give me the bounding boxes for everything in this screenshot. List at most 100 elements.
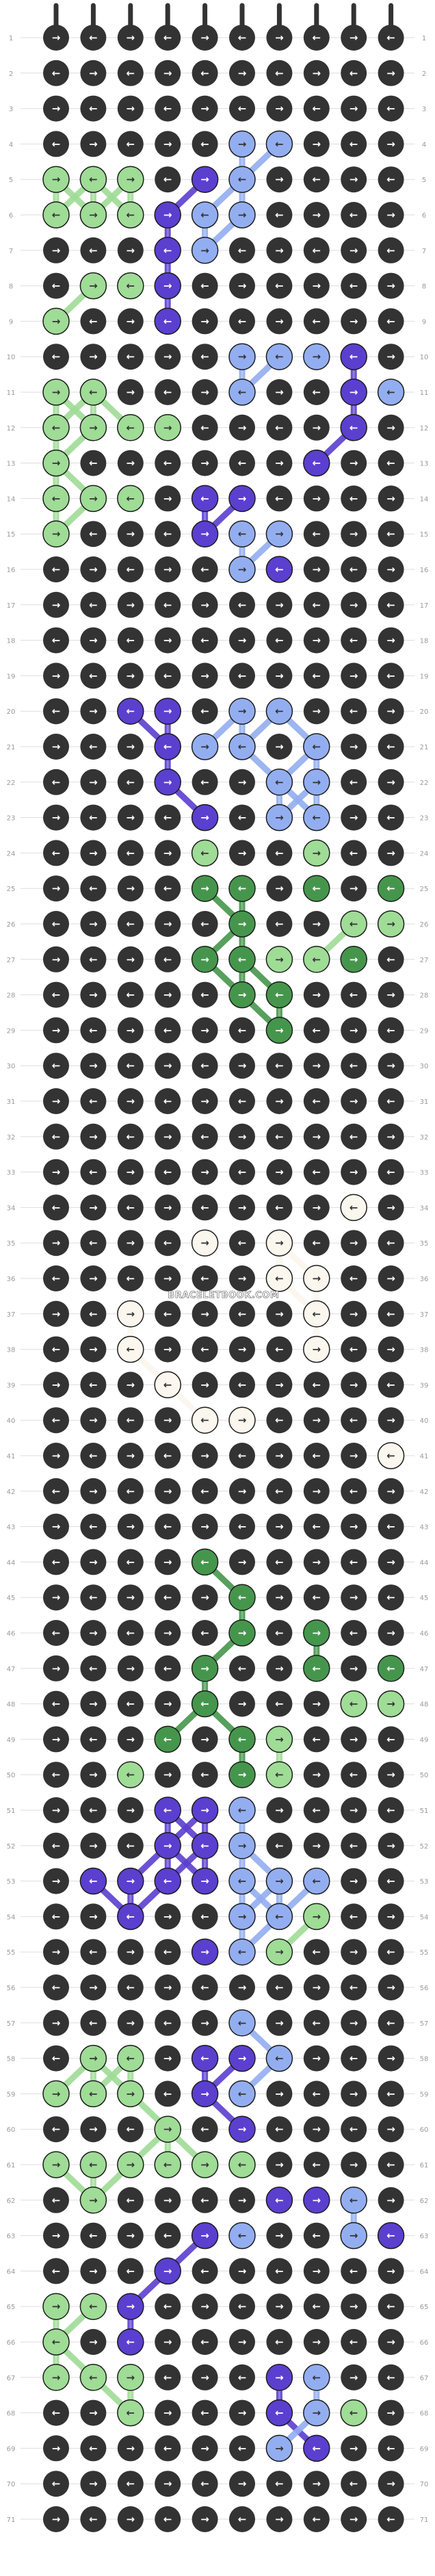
knot[interactable]: → xyxy=(266,2009,293,2036)
knot[interactable]: → xyxy=(154,2257,181,2285)
knot[interactable]: ← xyxy=(303,2506,330,2532)
knot[interactable]: ← xyxy=(80,1017,107,1044)
knot[interactable]: → xyxy=(191,1229,219,1257)
knot[interactable]: ← xyxy=(79,1867,107,1895)
knot[interactable]: ← xyxy=(117,414,144,441)
knot[interactable]: → xyxy=(341,734,367,760)
knot[interactable]: ← xyxy=(80,591,107,618)
knot[interactable]: → xyxy=(42,166,70,193)
knot[interactable]: → xyxy=(340,378,367,406)
knot[interactable]: ← xyxy=(117,2187,144,2213)
knot[interactable]: ← xyxy=(228,2151,256,2178)
knot[interactable]: ← xyxy=(117,627,144,654)
knot[interactable]: → xyxy=(43,734,69,760)
knot[interactable]: → xyxy=(228,556,256,583)
knot[interactable]: ← xyxy=(265,2044,293,2072)
knot[interactable]: ← xyxy=(341,1265,367,1291)
knot[interactable]: ← xyxy=(378,2293,404,2320)
knot[interactable]: → xyxy=(80,1336,107,1363)
knot[interactable]: → xyxy=(303,627,330,654)
knot[interactable]: ← xyxy=(229,95,255,122)
knot[interactable]: → xyxy=(229,414,255,441)
knot[interactable]: ← xyxy=(117,60,144,86)
knot[interactable]: → xyxy=(155,2045,181,2072)
knot[interactable]: ← xyxy=(229,1371,255,1398)
knot[interactable]: ← xyxy=(43,1478,69,1504)
knot[interactable]: ← xyxy=(117,769,144,795)
knot[interactable]: ← xyxy=(378,1797,404,1823)
knot[interactable]: ← xyxy=(80,662,107,689)
knot[interactable]: ← xyxy=(228,946,256,973)
knot[interactable]: ← xyxy=(265,556,293,583)
knot[interactable]: → xyxy=(378,2187,404,2213)
knot[interactable]: → xyxy=(378,2329,404,2355)
knot[interactable]: → xyxy=(192,450,218,476)
knot[interactable]: ← xyxy=(265,2187,293,2214)
knot[interactable]: → xyxy=(43,1939,69,1966)
knot[interactable]: → xyxy=(191,946,219,973)
knot[interactable]: → xyxy=(266,2222,293,2249)
knot[interactable]: ← xyxy=(79,378,107,406)
knot[interactable]: ← xyxy=(192,1620,218,1646)
knot[interactable]: → xyxy=(155,981,181,1008)
knot[interactable]: ← xyxy=(265,697,293,725)
knot[interactable]: → xyxy=(228,910,256,938)
knot[interactable]: → xyxy=(229,627,255,654)
knot[interactable]: ← xyxy=(191,1690,219,1718)
knot[interactable]: ← xyxy=(266,1620,293,1646)
knot[interactable]: ← xyxy=(155,1300,181,1327)
knot[interactable]: ← xyxy=(117,1832,144,1859)
knot[interactable]: → xyxy=(340,2221,367,2250)
knot[interactable]: ← xyxy=(43,1832,69,1859)
knot[interactable]: ← xyxy=(117,1761,144,1788)
knot[interactable]: → xyxy=(303,1549,330,1575)
knot[interactable]: → xyxy=(341,1300,367,1327)
knot[interactable]: ← xyxy=(80,450,107,476)
knot[interactable]: → xyxy=(303,911,330,937)
knot[interactable]: → xyxy=(155,131,181,157)
knot[interactable]: → xyxy=(265,2364,293,2391)
knot[interactable]: → xyxy=(117,1867,144,1895)
knot[interactable]: → xyxy=(155,1974,181,2000)
knot[interactable]: → xyxy=(80,1549,107,1575)
knot[interactable]: → xyxy=(117,521,144,548)
knot[interactable]: ← xyxy=(266,627,293,654)
knot[interactable]: → xyxy=(265,2434,293,2462)
knot[interactable]: ← xyxy=(155,2364,181,2391)
knot[interactable]: ← xyxy=(340,2187,367,2214)
knot[interactable]: ← xyxy=(154,1371,181,1399)
knot[interactable]: ← xyxy=(229,1017,255,1044)
knot[interactable]: → xyxy=(341,804,367,831)
knot[interactable]: ← xyxy=(303,662,330,689)
knot[interactable]: ← xyxy=(192,60,218,86)
knot[interactable]: → xyxy=(42,2364,70,2391)
knot[interactable]: ← xyxy=(79,166,107,193)
knot[interactable]: → xyxy=(341,450,367,476)
knot[interactable]: ← xyxy=(155,379,181,405)
knot[interactable]: → xyxy=(43,1868,69,1894)
knot[interactable]: → xyxy=(303,1478,330,1504)
knot[interactable]: ← xyxy=(117,2258,144,2284)
knot[interactable]: → xyxy=(117,2222,144,2249)
knot[interactable]: ← xyxy=(43,2045,69,2072)
knot[interactable]: ← xyxy=(117,2044,144,2072)
knot[interactable]: ← xyxy=(155,1513,181,1540)
knot[interactable]: ← xyxy=(42,485,70,513)
knot[interactable]: → xyxy=(80,2329,107,2355)
knot[interactable]: → xyxy=(117,1726,144,1753)
knot[interactable]: ← xyxy=(43,1903,69,1930)
knot[interactable]: ← xyxy=(43,2258,69,2284)
knot[interactable]: → xyxy=(303,2187,330,2214)
knot[interactable]: → xyxy=(229,2258,255,2284)
knot[interactable]: ← xyxy=(192,1903,218,1930)
knot[interactable]: → xyxy=(79,414,107,441)
knot[interactable]: ← xyxy=(266,1832,293,1859)
knot[interactable]: → xyxy=(341,1513,367,1540)
knot[interactable]: ← xyxy=(229,591,255,618)
knot[interactable]: ← xyxy=(155,1017,181,1044)
knot[interactable]: ← xyxy=(341,1832,367,1859)
knot[interactable]: → xyxy=(80,1478,107,1504)
knot[interactable]: ← xyxy=(303,1584,330,1611)
knot[interactable]: → xyxy=(378,2258,404,2284)
knot[interactable]: ← xyxy=(155,2222,181,2249)
